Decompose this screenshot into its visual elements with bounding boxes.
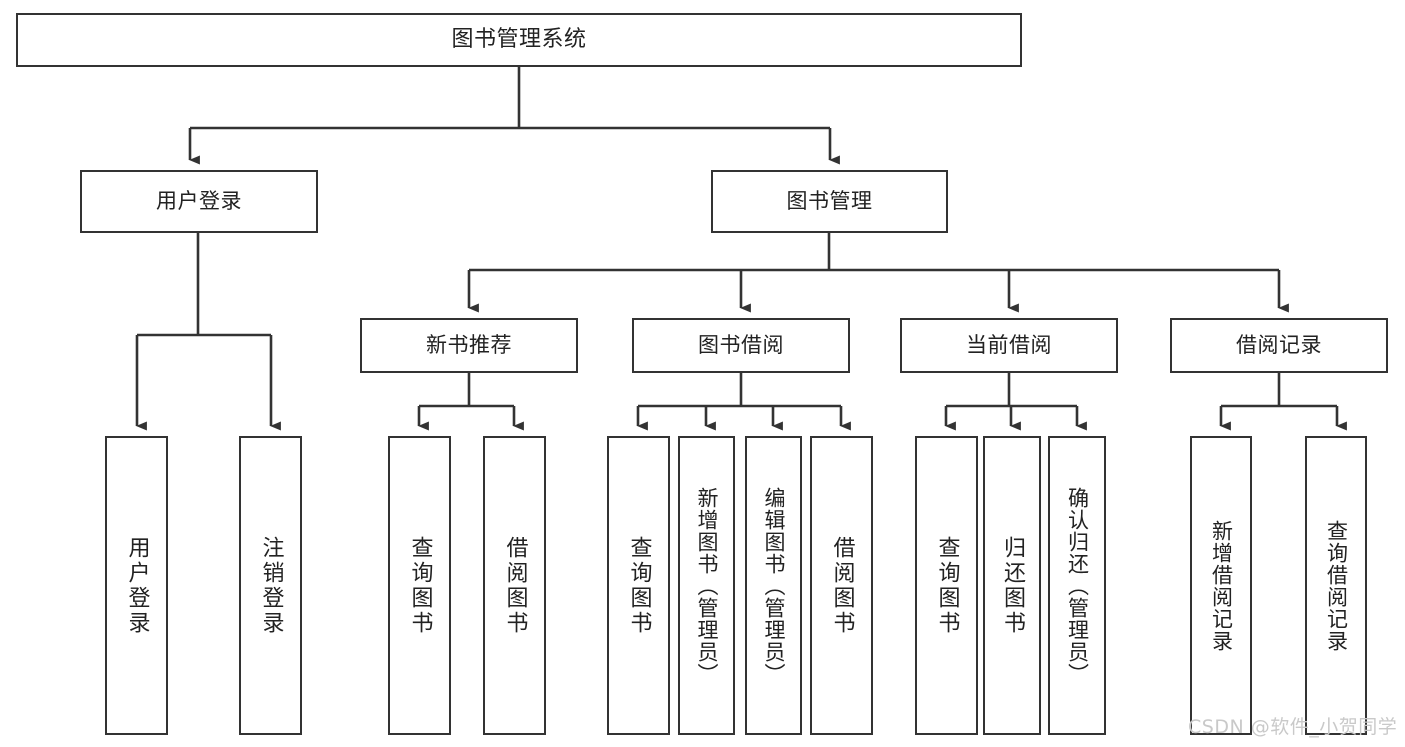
node-label: 图书管理系统 (451, 27, 587, 53)
leaf-add-book-admin[interactable]: 新增图书（管理员） (678, 436, 735, 735)
leaf-query-borrow-record[interactable]: 查询借阅记录 (1305, 436, 1367, 735)
leaf-query-book-new[interactable]: 查询图书 (388, 436, 451, 735)
watermark: CSDN @软件_小贺同学 (1188, 716, 1398, 738)
node-label: 当前借阅 (966, 333, 1052, 358)
node-label: 借阅图书 (502, 535, 528, 636)
leaf-borrow-book-new[interactable]: 借阅图书 (483, 436, 546, 735)
leaf-user-logout[interactable]: 注销登录 (239, 436, 302, 735)
node-label: 借阅记录 (1236, 333, 1322, 358)
node-label: 注销登录 (258, 535, 284, 636)
node-user-login[interactable]: 用户登录 (80, 170, 318, 233)
node-label: 用户登录 (156, 189, 242, 214)
node-label: 用户登录 (124, 535, 150, 636)
leaf-edit-book-admin[interactable]: 编辑图书（管理员） (745, 436, 802, 735)
leaf-query-book-current[interactable]: 查询图书 (915, 436, 978, 735)
node-label: 确认归还（管理员） (1065, 486, 1090, 685)
leaf-confirm-return-admin[interactable]: 确认归还（管理员） (1048, 436, 1106, 735)
node-label: 查询图书 (407, 535, 433, 636)
node-root-system[interactable]: 图书管理系统 (16, 13, 1022, 67)
node-new-book-recommend[interactable]: 新书推荐 (360, 318, 578, 373)
node-label: 编辑图书（管理员） (762, 486, 786, 685)
node-label: 查询图书 (626, 535, 652, 636)
node-label: 图书借阅 (698, 333, 784, 358)
node-label: 图书管理 (786, 189, 873, 214)
node-label: 查询图书 (934, 535, 960, 636)
leaf-query-book[interactable]: 查询图书 (607, 436, 670, 735)
node-label: 归还图书 (1000, 535, 1025, 636)
node-book-management[interactable]: 图书管理 (711, 170, 948, 233)
node-label: 新书推荐 (426, 333, 512, 358)
node-label: 借阅图书 (829, 535, 855, 636)
leaf-borrow-book[interactable]: 借阅图书 (810, 436, 873, 735)
node-book-borrow[interactable]: 图书借阅 (632, 318, 850, 373)
node-borrow-record[interactable]: 借阅记录 (1170, 318, 1388, 373)
node-label: 新增借阅记录 (1209, 519, 1234, 652)
node-label: 查询借阅记录 (1324, 519, 1349, 652)
leaf-return-book[interactable]: 归还图书 (983, 436, 1041, 735)
leaf-user-login[interactable]: 用户登录 (105, 436, 168, 735)
node-current-borrow[interactable]: 当前借阅 (900, 318, 1118, 373)
leaf-add-borrow-record[interactable]: 新增借阅记录 (1190, 436, 1252, 735)
node-label: 新增图书（管理员） (695, 486, 719, 685)
